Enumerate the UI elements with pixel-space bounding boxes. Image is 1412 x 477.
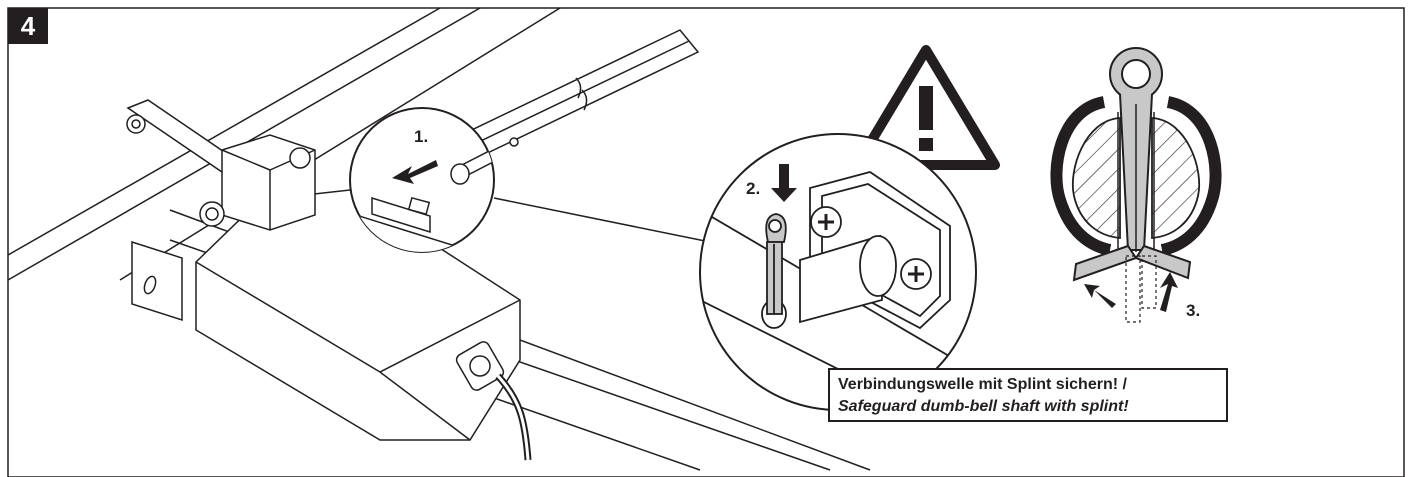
- arrow-icon: [1084, 284, 1116, 308]
- left-shaft-stub: [126, 99, 238, 173]
- caption-box: Verbindungswelle mit Splint sichern! / S…: [828, 368, 1228, 422]
- caption-english: Safeguard dumb-bell shaft with splint!: [838, 398, 1129, 415]
- step-number-badge: 4: [8, 8, 48, 44]
- cotter-pin-icon: [765, 213, 787, 315]
- figure-frame: [7, 7, 1405, 477]
- arrow-icon: [771, 164, 797, 202]
- callout-step-3: 3.: [1186, 301, 1200, 320]
- mounting-bracket: [131, 147, 311, 322]
- arrow-icon: [1160, 272, 1178, 312]
- caption-german: Verbindungswelle mit Splint sichern! /: [838, 376, 1127, 393]
- leader-line: [493, 197, 711, 243]
- callout-step-1: 1.: [414, 127, 428, 146]
- cable-gland: [455, 341, 532, 461]
- phillips-screw-icon: [810, 206, 842, 238]
- zoom-circle-insert-shaft: 1.: [349, 107, 495, 253]
- motor-housing: [195, 134, 521, 441]
- callout-step-2: 2.: [746, 179, 760, 198]
- phillips-screw-icon: [900, 258, 932, 290]
- cotter-pin-cross-section: 3.: [1050, 47, 1222, 323]
- arrow-icon: [392, 160, 438, 184]
